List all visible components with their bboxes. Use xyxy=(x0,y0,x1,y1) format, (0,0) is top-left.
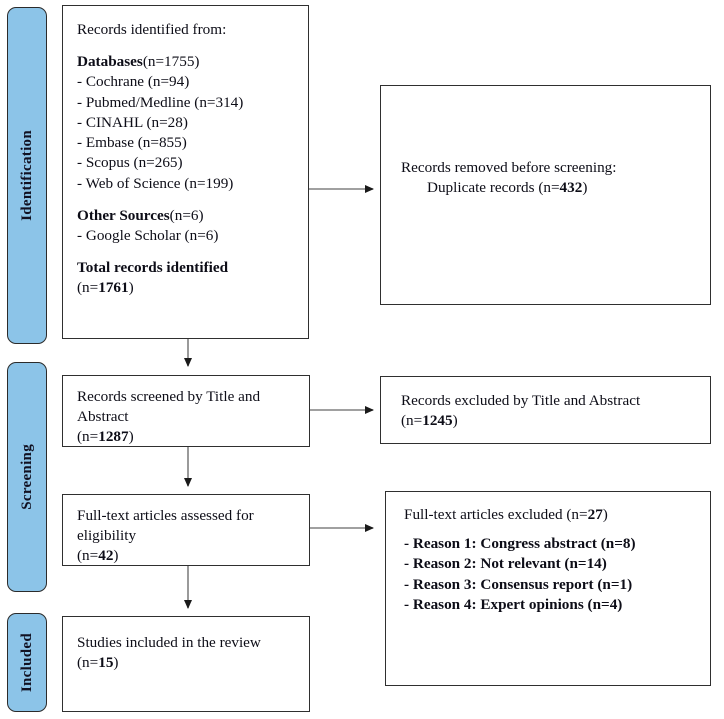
stage-bar-included: Included xyxy=(7,613,47,712)
assessed-prefix: (n= xyxy=(77,547,99,565)
excluded-prefix: (n= xyxy=(401,412,423,430)
databases-header-line: Databases(n=1755) xyxy=(77,52,296,72)
total-prefix: (n= xyxy=(77,279,99,297)
records-screened-line2: Abstract xyxy=(77,408,129,426)
studies-included-line1: Studies included in the review xyxy=(77,634,261,651)
exclusion-reason-item: - Reason 2: Not relevant (n=14) xyxy=(404,555,607,573)
box-fulltext-excluded: Full-text articles excluded (n=27) - Rea… xyxy=(385,491,711,686)
records-removed-line1: Records removed before screening: xyxy=(401,159,617,176)
screened-suffix: ) xyxy=(128,428,134,446)
duplicate-records-line: Duplicate records (n=432) xyxy=(401,178,698,198)
assessed-value: 42 xyxy=(98,547,114,565)
exclusion-reason-list: - Reason 1: Congress abstract (n=8) - Re… xyxy=(404,534,698,615)
other-sources-count: (n=6) xyxy=(169,206,204,224)
duplicates-suffix: ) xyxy=(582,179,588,197)
total-records-header: Total records identified xyxy=(77,259,229,277)
stage-label-identification: Identification xyxy=(18,130,35,221)
box-studies-included: Studies included in the review (n=15) xyxy=(62,616,310,712)
records-screened-line1: Records screened by Title and xyxy=(77,388,261,405)
total-suffix: ) xyxy=(128,279,134,297)
fulltext-excluded-suffix: ) xyxy=(602,506,608,523)
stage-label-screening: Screening xyxy=(18,444,35,510)
fulltext-excluded-value: 27 xyxy=(587,506,603,523)
fulltext-excluded-prefix: Full-text articles excluded (n= xyxy=(404,506,588,523)
database-item: - Cochrane (n=94) xyxy=(77,73,190,91)
database-item: - Pubmed/Medline (n=314) xyxy=(77,93,244,111)
screened-value: 1287 xyxy=(98,428,129,446)
fulltext-assessed-line1: Full-text articles assessed for xyxy=(77,507,254,524)
exclusion-reason-item: - Reason 1: Congress abstract (n=8) xyxy=(404,535,636,553)
databases-count: (n=1755) xyxy=(142,53,200,71)
total-value: 1761 xyxy=(98,279,129,297)
exclusion-reason-item: - Reason 4: Expert opinions (n=4) xyxy=(404,595,623,613)
databases-header: Databases xyxy=(77,53,143,71)
box-records-identified: Records identified from: Databases(n=175… xyxy=(62,5,309,339)
box-records-screened: Records screened by Title and Abstract (… xyxy=(62,375,310,447)
exclusion-reason-item: - Reason 3: Consensus report (n=1) xyxy=(404,575,633,593)
box-records-removed: Records removed before screening: Duplic… xyxy=(380,85,711,305)
box-fulltext-assessed: Full-text articles assessed for eligibil… xyxy=(62,494,310,566)
duplicates-value: 432 xyxy=(559,179,583,197)
database-item: - Web of Science (n=199) xyxy=(77,174,234,192)
fulltext-excluded-header: Full-text articles excluded (n=27) xyxy=(404,505,698,525)
records-screened-count: (n=1287) xyxy=(77,427,297,447)
database-item: - Scopus (n=265) xyxy=(77,154,183,172)
box-records-excluded-title-abstract: Records excluded by Title and Abstract (… xyxy=(380,376,711,444)
other-sources-header: Other Sources xyxy=(77,206,170,224)
assessed-suffix: ) xyxy=(113,547,119,565)
total-records-count: (n=1761) xyxy=(77,278,296,298)
fulltext-assessed-line2: eligibility xyxy=(77,527,137,545)
stage-bar-identification: Identification xyxy=(7,7,47,344)
excluded-suffix: ) xyxy=(452,412,458,430)
stage-bar-screening: Screening xyxy=(7,362,47,592)
excluded-value: 1245 xyxy=(422,412,453,430)
stage-label-included: Included xyxy=(18,632,35,693)
duplicates-prefix: Duplicate records (n= xyxy=(427,179,560,197)
records-excluded-count: (n=1245) xyxy=(401,411,698,431)
database-item: - CINAHL (n=28) xyxy=(77,113,188,131)
database-item: - Embase (n=855) xyxy=(77,134,187,152)
records-excluded-line1: Records excluded by Title and Abstract xyxy=(401,392,641,409)
fulltext-assessed-count: (n=42) xyxy=(77,546,297,566)
studies-included-count: (n=15) xyxy=(77,653,297,673)
screened-prefix: (n= xyxy=(77,428,99,446)
records-identified-title: Records identified from: xyxy=(77,21,227,38)
included-suffix: ) xyxy=(113,654,119,672)
other-source-item: - Google Scholar (n=6) xyxy=(77,226,219,244)
other-sources-header-line: Other Sources(n=6) xyxy=(77,206,296,226)
included-prefix: (n= xyxy=(77,654,99,672)
included-value: 15 xyxy=(98,654,114,672)
